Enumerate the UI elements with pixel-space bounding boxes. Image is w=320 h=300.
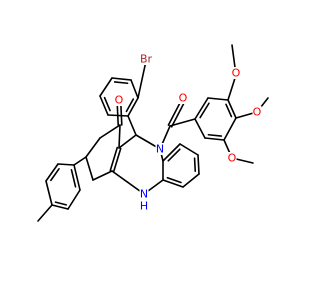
ketone-oxygen-label-background xyxy=(114,94,124,106)
amide-oxygen-label-background xyxy=(178,92,188,104)
bond-t3-t4 xyxy=(227,99,237,119)
bromine-label: Br xyxy=(140,53,153,66)
bond-p5-p6 xyxy=(45,163,59,182)
amine-nh-label: N xyxy=(140,188,148,201)
bond-p1-p2-inner xyxy=(70,169,77,188)
bond-p6-p1 xyxy=(57,163,75,166)
bond-t3-om1 xyxy=(227,74,237,101)
ring-nitrogen-label: N xyxy=(156,143,164,156)
methoxy-oxygen-3-label: O xyxy=(228,152,237,165)
bond-b2-b3 xyxy=(197,154,200,175)
bond-layer xyxy=(37,44,269,222)
bond-p3-p4-inner xyxy=(54,201,68,206)
bond-b1-b2 xyxy=(179,143,199,156)
bond-c4a-c11a-a xyxy=(112,147,122,173)
bond-t6-t1 xyxy=(194,118,206,139)
methoxy-oxygen-1-label: O xyxy=(232,67,241,80)
bond-b4-b5-inner xyxy=(166,176,182,184)
methoxy-oxygen-1-label-background xyxy=(231,67,241,79)
bond-a3-a4 xyxy=(99,95,109,116)
bond-c1-o1-b xyxy=(116,102,120,126)
bond-t2-t3 xyxy=(207,97,229,101)
bond-a1-a2 xyxy=(111,77,132,81)
bond-b6-b1 xyxy=(162,143,181,162)
bond-cco-ocarb-b xyxy=(167,99,183,126)
bond-t5-t6 xyxy=(204,137,225,141)
bond-a2-a3 xyxy=(99,77,113,97)
bond-cco-ocarb-a xyxy=(170,101,186,128)
bond-a6-a1 xyxy=(130,79,139,99)
methoxy-oxygen-2-label: O xyxy=(253,106,262,119)
bond-b3-b4 xyxy=(182,173,200,188)
bond-a5-a6 xyxy=(127,97,139,117)
bond-p3-p4 xyxy=(51,204,69,210)
bond-p4-pme xyxy=(37,204,53,222)
bond-c3-c4 xyxy=(85,156,94,181)
amide-oxygen-label: O xyxy=(179,92,188,105)
bond-c4a-c11a-b xyxy=(109,146,119,172)
bromine-label-background xyxy=(138,53,154,65)
bond-a5-c11 xyxy=(127,115,137,136)
bond-b4-b5 xyxy=(162,179,184,188)
bond-c3-p1 xyxy=(73,156,87,166)
amine-nh-label-background xyxy=(139,188,149,200)
bond-c4a-n5 xyxy=(111,170,145,195)
bond-p5-p6-inner xyxy=(50,167,60,182)
bond-a3-a4-inner xyxy=(103,96,111,112)
bond-p4-p5 xyxy=(45,180,53,206)
bond-b6-b1-inner xyxy=(167,148,181,162)
bond-c2-c3 xyxy=(85,137,101,158)
bond-a5-a6-inner xyxy=(125,98,135,113)
amine-h-label: H xyxy=(140,200,148,213)
amine-h-label-background xyxy=(139,200,149,212)
bond-a1-a2-inner xyxy=(113,81,129,85)
bond-c4-c4a xyxy=(92,170,113,181)
bond-t3-t4-inner xyxy=(225,103,233,118)
bond-c1-o1-a xyxy=(119,102,123,126)
bond-c11-c11a xyxy=(118,134,137,149)
bond-c11a-c1 xyxy=(118,124,121,149)
bond-c1-c2 xyxy=(99,124,121,139)
bond-t1-t2-inner xyxy=(199,102,210,119)
ring-nitrogen-label-background xyxy=(155,143,165,155)
bond-t1-t2 xyxy=(194,97,209,120)
bond-t4-t5 xyxy=(223,117,237,141)
bond-p2-p3 xyxy=(67,189,81,210)
ketone-oxygen-label: O xyxy=(115,94,124,107)
methoxy-oxygen-3-label-background xyxy=(227,152,237,164)
bond-cco-t1 xyxy=(169,118,196,127)
bond-br-a6 xyxy=(137,60,147,99)
bond-t5-t6-inner xyxy=(207,133,223,137)
methoxy-oxygen-2-label-background xyxy=(252,106,262,118)
bond-p1-p2 xyxy=(73,164,81,191)
bond-b2-b3-inner xyxy=(193,157,197,172)
